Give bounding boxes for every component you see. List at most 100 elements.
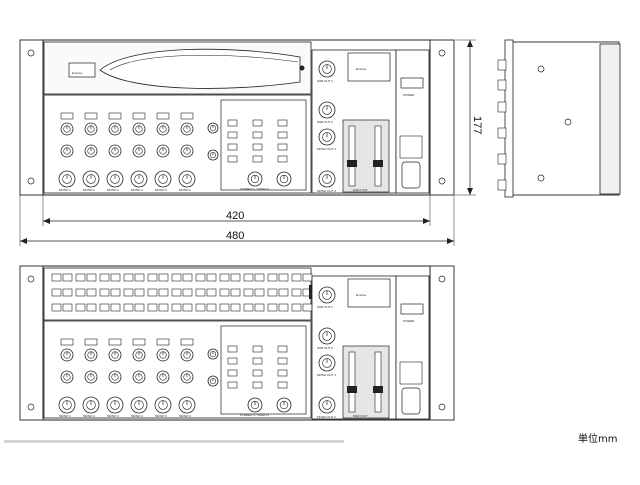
d-sub-connector-icon	[401, 161, 421, 189]
switch-icon	[147, 273, 158, 282]
fader-icon	[374, 125, 382, 187]
switch-icon	[227, 381, 238, 389]
output-knob-label: MONO OUT 2	[317, 189, 336, 193]
switch-icon	[227, 119, 238, 127]
fader-icon	[348, 351, 356, 413]
switch-icon	[123, 273, 134, 282]
switch-icon	[132, 112, 146, 120]
switch-icon	[252, 357, 263, 365]
switch-icon	[171, 288, 182, 297]
switch-icon	[86, 288, 97, 297]
output-knob-label: MONO OUT 1	[317, 147, 336, 151]
switch-icon	[99, 273, 110, 282]
switch-icon	[227, 345, 238, 353]
switch-icon	[86, 273, 97, 282]
switch-icon	[243, 288, 254, 297]
fader-icon	[374, 351, 382, 413]
logo-text: Emcore	[72, 71, 83, 75]
switch-icon	[277, 143, 288, 151]
mono-channel-label: MONO 2	[83, 414, 95, 418]
mono-channel-label: MONO 1	[59, 414, 71, 418]
switch-icon	[51, 303, 62, 312]
switch-icon	[206, 273, 217, 282]
switch-icon	[171, 303, 182, 312]
mono-channel-label: MONO 5	[155, 188, 167, 192]
led-icon	[299, 65, 305, 71]
stereo-switch-group: STEREO 1 / VIDEO 2	[227, 345, 292, 417]
mono-channel-label: MONO 6	[179, 414, 191, 418]
switch-icon	[254, 303, 265, 312]
switch-icon	[75, 273, 86, 282]
fader-knob	[347, 386, 357, 393]
switch-icon	[206, 303, 217, 312]
screw-icon	[438, 275, 446, 283]
dim-height-label: 177	[471, 116, 483, 134]
switch-icon	[219, 273, 230, 282]
fader-icon	[348, 125, 356, 187]
screw-icon	[564, 118, 572, 126]
switch-icon	[252, 143, 263, 151]
arrow-down	[467, 188, 473, 195]
screw-icon	[27, 275, 35, 283]
screw-icon	[438, 403, 446, 411]
screw-icon	[27, 177, 35, 185]
switch-icon	[180, 338, 194, 346]
switch-icon	[62, 273, 73, 282]
mono-channel-label: MONO 4	[131, 188, 143, 192]
switch-icon	[123, 288, 134, 297]
switch-icon	[123, 303, 134, 312]
arrow-up	[467, 40, 473, 47]
screw-icon	[438, 177, 446, 185]
fader-knob	[373, 160, 383, 167]
switch-icon	[230, 303, 241, 312]
switch-icon	[60, 338, 74, 346]
switch-icon	[195, 288, 206, 297]
switch-icon	[134, 303, 145, 312]
switch-icon	[227, 357, 238, 365]
switch-icon	[230, 288, 241, 297]
baseline-bar	[4, 440, 344, 443]
switch-icon	[86, 303, 97, 312]
switch-icon	[158, 273, 169, 282]
switch-icon	[227, 155, 238, 163]
switch-icon	[195, 303, 206, 312]
switch-icon	[219, 288, 230, 297]
switch-icon	[252, 119, 263, 127]
knob-side-icon	[497, 101, 507, 113]
switch-icon	[227, 369, 238, 377]
switch-icon	[147, 303, 158, 312]
switch-icon	[110, 273, 121, 282]
side-back	[599, 43, 621, 195]
screw-icon	[537, 65, 545, 73]
switch-icon	[147, 288, 158, 297]
mono-channel-label: MONO 6	[179, 188, 191, 192]
fader-group: MAIN OUT	[347, 351, 383, 418]
switch-icon	[252, 381, 263, 389]
stereo-section-label: STEREO 1 / VIDEO 2	[240, 413, 270, 417]
switch-icon	[75, 288, 86, 297]
switch-icon	[75, 303, 86, 312]
knob-side-icon	[497, 79, 507, 91]
switch-icon	[302, 303, 313, 312]
fader-group: MAIN OUT	[347, 125, 383, 192]
swoosh-inner	[109, 54, 299, 71]
mono-channel-label: MONO 5	[155, 414, 167, 418]
d-sub-connector-icon	[401, 387, 421, 415]
switch-icon	[267, 303, 278, 312]
switch-icon	[230, 273, 241, 282]
switch-icon	[252, 131, 263, 139]
arrow-r-420	[423, 218, 430, 224]
knob-side-icon	[497, 153, 507, 165]
emcore-logo-icon	[68, 62, 96, 78]
switch-icon	[277, 119, 288, 127]
unit-label: 単位mm	[578, 434, 618, 445]
switch-icon	[277, 357, 288, 365]
switch-icon	[180, 112, 194, 120]
switch-icon	[156, 112, 170, 120]
